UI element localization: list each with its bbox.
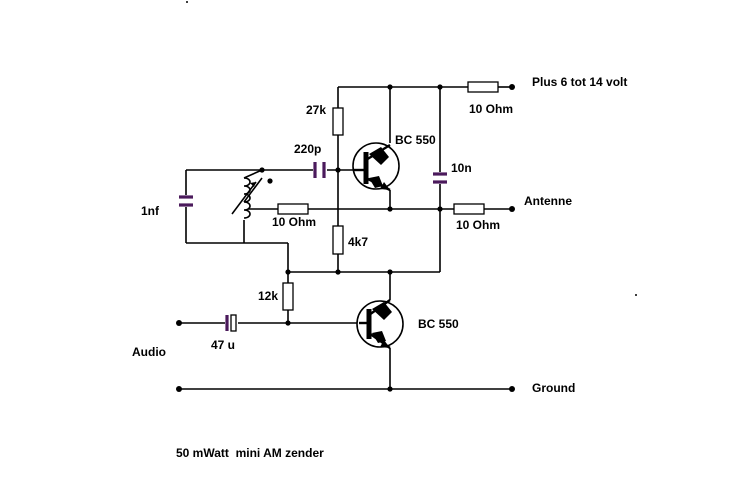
capacitor-1nf-label: 1nf xyxy=(141,204,160,218)
transistor-q1 xyxy=(352,142,400,192)
footer-title: 50 mWatt mini AM zender xyxy=(176,446,324,460)
labels: Plus 6 tot 14 volt 10 Ohm 27k 220p BC 55… xyxy=(132,75,627,460)
resistor-antenna-label: 10 Ohm xyxy=(456,218,500,232)
audio-label: Audio xyxy=(132,345,166,359)
resistor-27k xyxy=(332,107,344,136)
antenna-label: Antenne xyxy=(524,194,572,208)
capacitor-47u xyxy=(225,314,237,332)
audio-terminal xyxy=(176,320,182,326)
capacitor-1nf xyxy=(179,195,193,207)
resistor-coil-label: 10 Ohm xyxy=(272,215,316,229)
transistor-q1-label: BC 550 xyxy=(395,133,436,147)
resistor-coil xyxy=(277,203,309,215)
ground-terminal-right xyxy=(509,386,515,392)
variable-coil xyxy=(231,177,273,219)
junction-dots xyxy=(259,84,443,392)
capacitor-220p xyxy=(313,162,326,178)
wires xyxy=(179,86,512,390)
ground-label: Ground xyxy=(532,381,575,395)
terminals xyxy=(176,84,515,392)
stray-dot xyxy=(635,294,637,296)
resistor-12k-label: 12k xyxy=(258,289,278,303)
capacitor-220p-label: 220p xyxy=(294,142,321,156)
capacitor-10n xyxy=(433,172,447,184)
resistor-supply-label: 10 Ohm xyxy=(469,102,513,116)
supply-terminal xyxy=(509,84,515,90)
stray-dot xyxy=(186,1,188,3)
transistor-q2 xyxy=(356,299,404,349)
resistor-27k-label: 27k xyxy=(306,103,326,117)
transistor-q2-label: BC 550 xyxy=(418,317,459,331)
ground-terminal-left xyxy=(176,386,182,392)
resistor-12k xyxy=(282,282,294,311)
resistor-supply xyxy=(467,81,499,93)
antenna-terminal xyxy=(509,206,515,212)
capacitor-10n-label: 10n xyxy=(451,161,472,175)
resistor-antenna xyxy=(453,203,485,215)
capacitor-47u-label: 47 u xyxy=(211,338,235,352)
resistor-4k7-label: 4k7 xyxy=(348,235,368,249)
supply-label: Plus 6 tot 14 volt xyxy=(532,75,627,89)
resistor-4k7 xyxy=(332,225,344,255)
